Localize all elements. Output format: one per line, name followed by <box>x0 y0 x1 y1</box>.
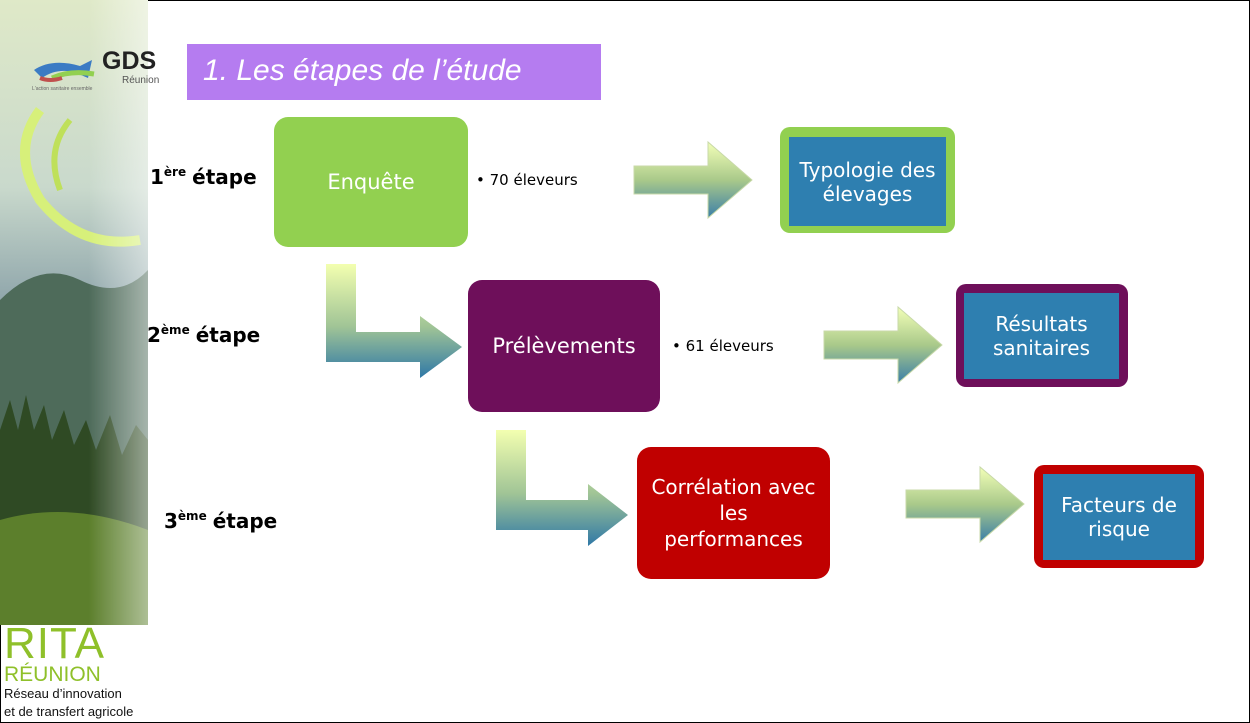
process-box-prelevements: Prélèvements <box>468 280 660 412</box>
step-word: étape <box>192 165 257 189</box>
rita-tagline-1: Réseau d’innovation <box>4 686 122 701</box>
gds-logo <box>34 60 95 82</box>
result-label: Typologie des élevages <box>799 157 936 206</box>
process-box-label: Prélèvements <box>492 334 636 358</box>
arrow-l-1 <box>326 264 462 378</box>
arrow-right-2 <box>823 305 943 385</box>
step-number: 3 <box>164 509 178 533</box>
note-70-eleveurs: • 70 éleveurs <box>476 171 578 189</box>
step-label-2: 2ème étape <box>147 323 260 347</box>
gds-logo-subtitle: Réunion <box>122 75 160 86</box>
step-word: étape <box>212 509 278 533</box>
gds-logo-tagline: L'action sanitaire ensemble <box>32 86 93 92</box>
gds-logo-name: GDS <box>102 47 157 75</box>
rita-logo-title: RITA <box>4 619 105 668</box>
process-box-label: Enquête <box>327 170 415 194</box>
arrow-right-1 <box>633 140 753 220</box>
step-label-1: 1ère étape <box>150 165 257 189</box>
step-number: 1 <box>150 165 164 189</box>
step-suffix: ère <box>163 165 187 180</box>
process-box-enquete: Enquête <box>274 117 468 247</box>
process-box-label: Corrélation avec les performances <box>651 475 816 551</box>
result-label: Résultats sanitaires <box>992 312 1091 360</box>
rita-tagline-2: et de transfert agricole <box>4 704 134 719</box>
step-suffix: ème <box>177 509 207 524</box>
result-box-resultats: Résultats sanitaires <box>964 293 1119 379</box>
rita-logo-subtitle: RÉUNION <box>4 663 101 686</box>
note-61-eleveurs: • 61 éleveurs <box>672 337 774 355</box>
process-box-correlation: Corrélation avec les performances <box>637 447 830 579</box>
result-label: Facteurs de risque <box>1061 493 1177 541</box>
slide-title: 1. Les étapes de l’étude <box>203 54 522 87</box>
arrow-l-2 <box>496 430 628 546</box>
step-number: 2 <box>147 323 161 347</box>
landscape-image <box>0 0 148 625</box>
result-box-typologie: Typologie des élevages <box>789 137 946 226</box>
step-label-3: 3ème étape <box>164 509 277 533</box>
step-suffix: ème <box>160 323 190 338</box>
step-word: étape <box>195 323 261 347</box>
arrow-right-3 <box>905 465 1025 544</box>
result-box-facteurs: Facteurs de risque <box>1043 474 1195 560</box>
title-bar <box>187 44 601 100</box>
